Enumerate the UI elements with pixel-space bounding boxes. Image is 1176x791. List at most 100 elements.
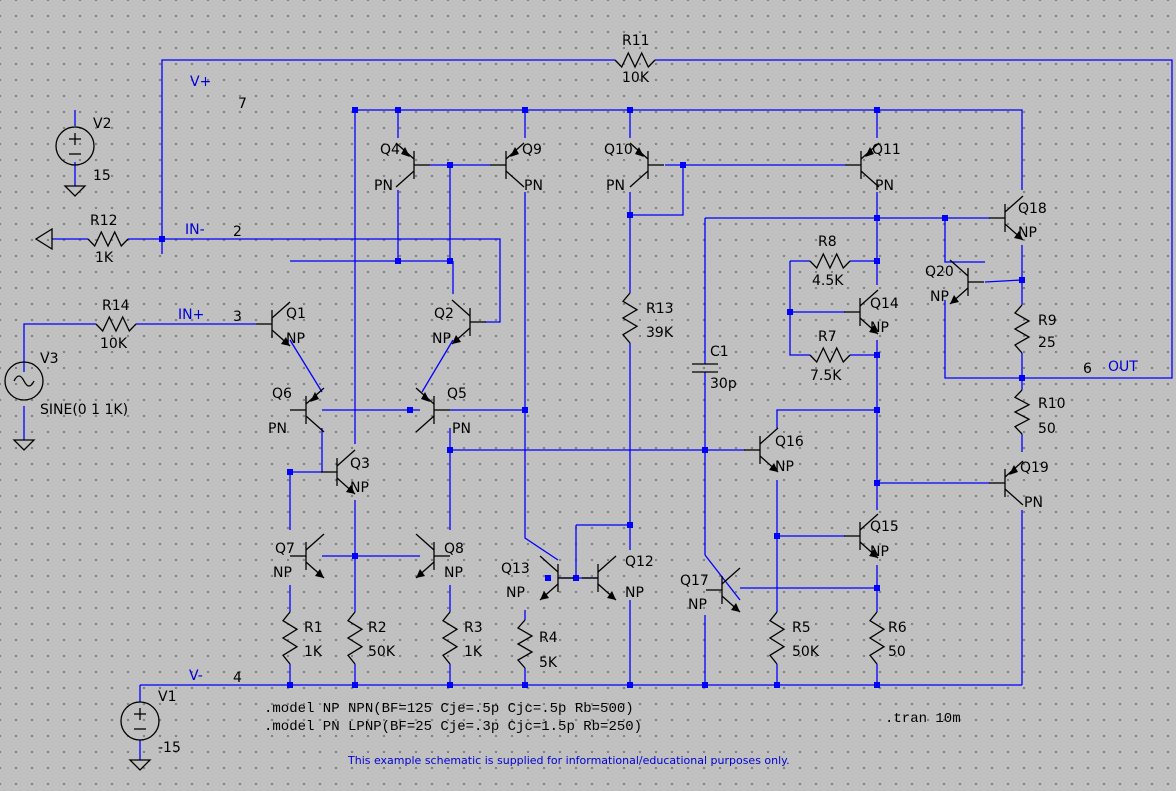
transistor-model: PN (524, 178, 543, 194)
resistor-r13[interactable]: R13 39K (621, 292, 674, 344)
disclaimer: This example schematic is supplied for i… (347, 754, 790, 767)
transistor-ref: Q6 (272, 386, 292, 402)
transistor-ref: Q7 (275, 541, 295, 557)
resistor-r2[interactable]: R2 50K (346, 611, 396, 665)
resistor-value: 25 (1038, 335, 1056, 351)
resistor-value: 1K (95, 250, 114, 266)
transistor-ref: Q18 (1018, 201, 1047, 217)
resistor-r10[interactable]: R10 50 (1013, 389, 1066, 437)
resistor-value: 1K (464, 644, 483, 660)
model-directive-np: .model NP NPN(BF=125 Cje=.5p Cjc=.5p Rb=… (264, 701, 634, 717)
net-name: IN+ (178, 307, 204, 323)
resistor-ref: R6 (888, 620, 907, 636)
resistor-ref: R5 (792, 620, 811, 636)
resistor-ref: R9 (1038, 313, 1057, 329)
transistor-model: NP (1018, 225, 1037, 241)
transistor-ref: Q13 (501, 561, 530, 577)
transistor-model: NP (506, 585, 525, 601)
net-label-0: V+7 (190, 74, 247, 112)
resistor-r8[interactable]: R84.5K (809, 234, 851, 289)
net-label-2: IN+3 (178, 307, 242, 325)
transistor-model: NP (432, 331, 451, 347)
resistor-r7[interactable]: R77.5K (809, 329, 851, 384)
ground-symbol (128, 759, 152, 771)
transistor-ref: Q14 (870, 296, 899, 312)
resistor-ref: R13 (646, 301, 674, 317)
transistor-model: NP (286, 331, 305, 347)
resistor-value: 39K (646, 325, 674, 341)
source-value: 15 (93, 168, 111, 184)
resistor-ref: R3 (464, 620, 483, 636)
transistor-model: PN (875, 178, 894, 194)
transistor-model: PN (452, 421, 471, 437)
net-number: 2 (233, 224, 242, 240)
resistor-value: 5K (539, 655, 558, 671)
ground-symbol (63, 185, 87, 197)
resistor-ref: R4 (539, 630, 558, 646)
tran-directive: .tran 10m (885, 711, 961, 727)
resistor-ref: R14 (102, 298, 130, 314)
junctions (159, 107, 1025, 688)
voltage-source-v1[interactable]: V1-15 (120, 689, 181, 756)
net-name: OUT (1108, 359, 1138, 375)
resistor-value: 1K (304, 644, 323, 660)
model-directive-pn: .model PN LPNP(BF=25 Cje=.3p Cjc=1.5p Rb… (264, 719, 642, 735)
resistor-r4[interactable]: R4 5K (516, 619, 558, 671)
transistor-ref: Q17 (680, 573, 709, 589)
resistor-value: 50 (1038, 421, 1056, 437)
net-number: 7 (238, 96, 247, 112)
voltage-source-v2[interactable]: V2 15 (55, 116, 111, 184)
resistor-value: 7.5K (810, 368, 842, 384)
resistor-ref: R2 (368, 620, 387, 636)
source-value: SINE(0 1 1K) (40, 402, 128, 418)
transistor-ref: Q5 (447, 386, 467, 402)
wires (23, 59, 1173, 760)
resistor-value: 10K (622, 70, 650, 86)
resistor-value: 50K (368, 644, 396, 660)
transistor-model: NP (775, 459, 794, 475)
source-ref: V2 (93, 116, 111, 132)
source-value: -15 (158, 740, 181, 756)
resistor-ref: R10 (1038, 396, 1066, 412)
net-label-1: IN-2 (185, 222, 242, 240)
transistor-ref: Q8 (444, 541, 464, 557)
ground-symbol-left (34, 227, 53, 251)
capacitor-ref: C1 (710, 344, 729, 360)
resistor-r3[interactable]: R3 1K (441, 611, 483, 665)
transistor-ref: Q16 (775, 434, 804, 450)
net-name: V- (189, 668, 203, 684)
net-label-3: V-4 (189, 668, 242, 686)
